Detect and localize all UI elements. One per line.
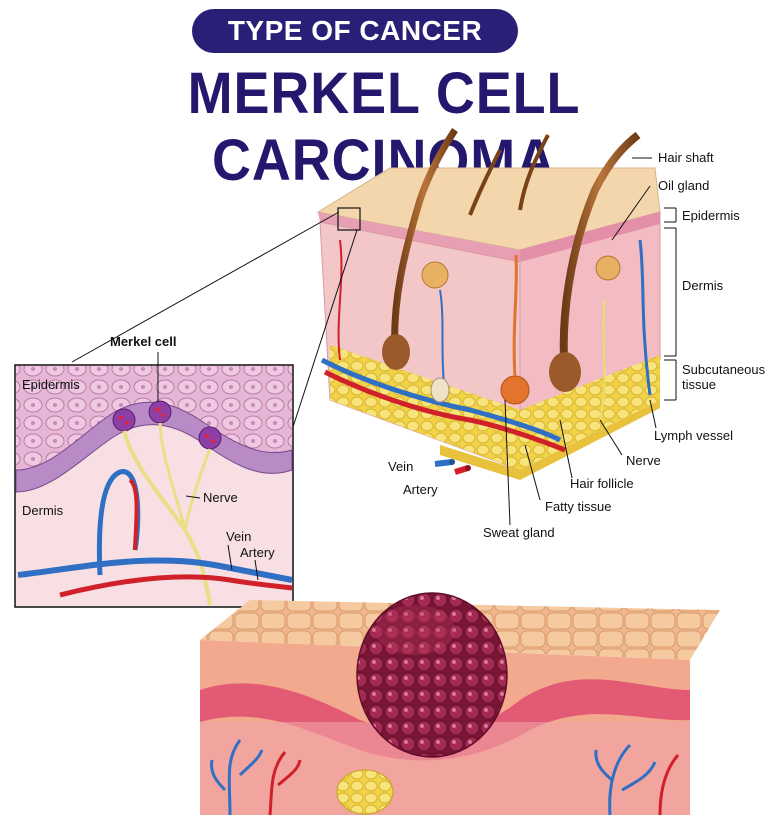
inset-label-lines xyxy=(157,352,259,581)
sweat-duct xyxy=(512,254,518,377)
nerve-fiber xyxy=(599,299,606,421)
inset-epidermis xyxy=(16,366,292,470)
zoom-box xyxy=(337,207,361,231)
epidermis-front-band xyxy=(318,212,520,262)
merkel-tumor xyxy=(356,592,508,758)
hair-shaft-1 xyxy=(391,128,458,356)
pacinian-corpuscle xyxy=(430,377,450,403)
lymph-vessel xyxy=(638,239,652,396)
artery-vessel xyxy=(323,369,566,453)
merkel-cell-3 xyxy=(198,426,222,450)
type-badge: TYPE OF CANCER xyxy=(192,9,518,53)
label-hair-follicle: Hair follicle xyxy=(570,476,634,491)
oil-gland-1 xyxy=(421,261,449,289)
inset-label-vein: Vein xyxy=(226,529,251,544)
epidermis-right-band xyxy=(520,212,660,262)
label-epidermis: Epidermis xyxy=(682,208,740,223)
label-artery: Artery xyxy=(403,482,438,497)
tumor-skin-section xyxy=(200,592,720,816)
vein-vessel xyxy=(320,357,562,443)
hair-bulb-2 xyxy=(549,352,581,392)
inset-artery-loop xyxy=(128,478,139,551)
label-hair-shaft: Hair shaft xyxy=(658,150,714,165)
inset-nerve-3 xyxy=(183,448,212,531)
label-oil-gland: Oil gland xyxy=(658,178,709,193)
skin-block xyxy=(316,128,661,480)
label-subcutaneous-2: tissue xyxy=(682,377,716,392)
tumor-vein-tree-right xyxy=(594,743,657,816)
merkel-granules xyxy=(119,406,215,443)
inset-artery xyxy=(59,574,293,598)
inset-nerve-2 xyxy=(158,422,187,531)
hair-shaft-2 xyxy=(559,131,641,376)
label-vein: Vein xyxy=(388,459,413,474)
merkel-cell-1 xyxy=(112,408,136,432)
sweat-gland-coil xyxy=(500,375,530,405)
vein-end-cap xyxy=(449,459,455,465)
fat-layer-front xyxy=(330,345,520,470)
capillary-1 xyxy=(337,239,343,361)
inset-label-epidermis: Epidermis xyxy=(22,377,80,392)
fat-layer-right xyxy=(520,355,660,470)
artery-end-cap xyxy=(465,465,471,471)
tumor-dermis xyxy=(200,722,690,815)
label-sweat-gland: Sweat gland xyxy=(483,525,555,540)
label-lymph-vessel: Lymph vessel xyxy=(654,428,733,443)
tumor-artery-tree-right xyxy=(658,754,680,816)
label-fatty-tissue: Fatty tissue xyxy=(545,499,611,514)
inset-label-merkel-cell: Merkel cell xyxy=(110,334,177,349)
tumor-skin-epidermis-wave xyxy=(200,679,690,761)
tumor-vein-tree-left xyxy=(210,739,264,816)
tumor-highlight xyxy=(375,605,455,655)
inset-label-artery: Artery xyxy=(240,545,275,560)
zoom-line-right xyxy=(291,229,358,431)
merkel-cell-2 xyxy=(148,400,172,424)
fat-bottom-edge xyxy=(440,400,660,480)
label-dermis: Dermis xyxy=(682,278,724,293)
hair-shaft-4 xyxy=(468,149,502,216)
lymph-node-nodule xyxy=(336,769,394,815)
zoom-line-left xyxy=(71,211,340,363)
inset-label-nerve: Nerve xyxy=(203,490,238,505)
oil-gland-2 xyxy=(595,255,621,281)
label-nerve: Nerve xyxy=(626,453,661,468)
hair-bulb-1 xyxy=(382,334,410,370)
hair-shaft-3 xyxy=(518,134,550,211)
inset-label-dermis: Dermis xyxy=(22,503,64,518)
skin-label-lines xyxy=(504,157,677,526)
merkel-inset xyxy=(14,364,294,608)
tumor-artery-tree-left xyxy=(268,751,302,816)
inset-vein xyxy=(17,557,293,583)
label-subcutaneous-1: Subcutaneous xyxy=(682,362,766,377)
